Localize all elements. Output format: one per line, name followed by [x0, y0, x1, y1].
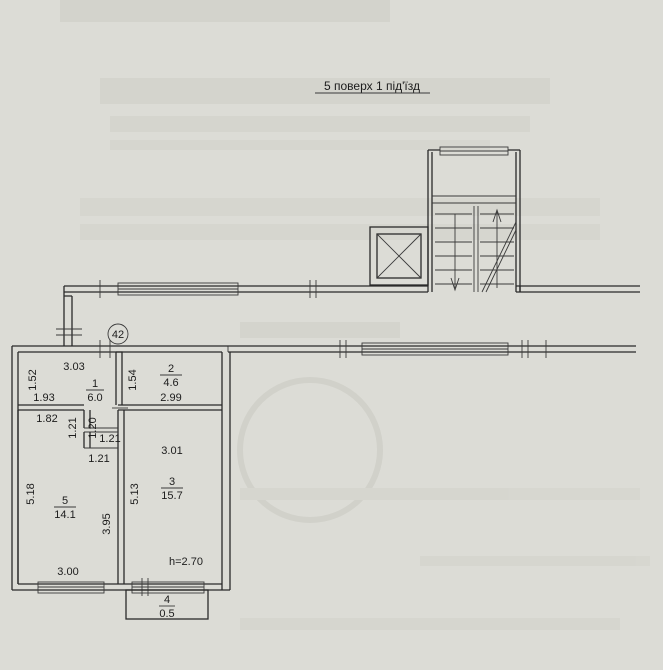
stair-elevator-block: [369, 146, 521, 293]
room-4-area: 0.5: [159, 608, 174, 620]
background-print-through: [60, 0, 650, 630]
room-1-number: 1: [92, 378, 98, 390]
dim-3-95: 3.95: [101, 513, 113, 534]
dim-1-52: 1.52: [27, 369, 39, 390]
apartment-number: 42: [112, 329, 124, 341]
dim-2-99: 2.99: [160, 392, 181, 404]
dim-3-00: 3.00: [57, 566, 78, 578]
stair-break-line: [481, 221, 517, 293]
dim-5-18: 5.18: [25, 483, 37, 504]
corridor-walls: [56, 280, 640, 590]
dim-5-13: 5.13: [129, 483, 141, 504]
apartment-number-circle: [107, 323, 129, 345]
room-5-area: 14.1: [54, 509, 75, 521]
dim-1-82: 1.82: [36, 413, 57, 425]
dim-1-93: 1.93: [33, 392, 54, 404]
stair-treads-left: [435, 213, 472, 285]
dim-1-21-inner: 1.21: [99, 433, 120, 445]
dim-3-01: 3.01: [161, 445, 182, 457]
plan-title: 5 поверх 1 під'їзд: [324, 79, 420, 93]
room-3-number: 3: [169, 476, 175, 488]
room-1-area: 6.0: [87, 392, 102, 404]
dim-3-03: 3.03: [63, 361, 84, 373]
room-4-outline: [125, 589, 209, 620]
dim-1-21-lower: 1.21: [88, 453, 109, 465]
room-2-area: 4.6: [163, 377, 178, 389]
dim-1-20: 1.20: [87, 417, 99, 438]
ceiling-height: h=2.70: [169, 556, 203, 568]
room-2-number: 2: [168, 363, 174, 375]
room-3-area: 15.7: [161, 490, 182, 502]
room-5-number: 5: [62, 495, 68, 507]
dim-1-21-vertical: 1.21: [67, 417, 79, 438]
elevator-shaft: [369, 226, 429, 286]
interior-walls: [17, 351, 222, 584]
room-4-number: 4: [164, 594, 170, 606]
dim-1-54: 1.54: [127, 369, 139, 390]
